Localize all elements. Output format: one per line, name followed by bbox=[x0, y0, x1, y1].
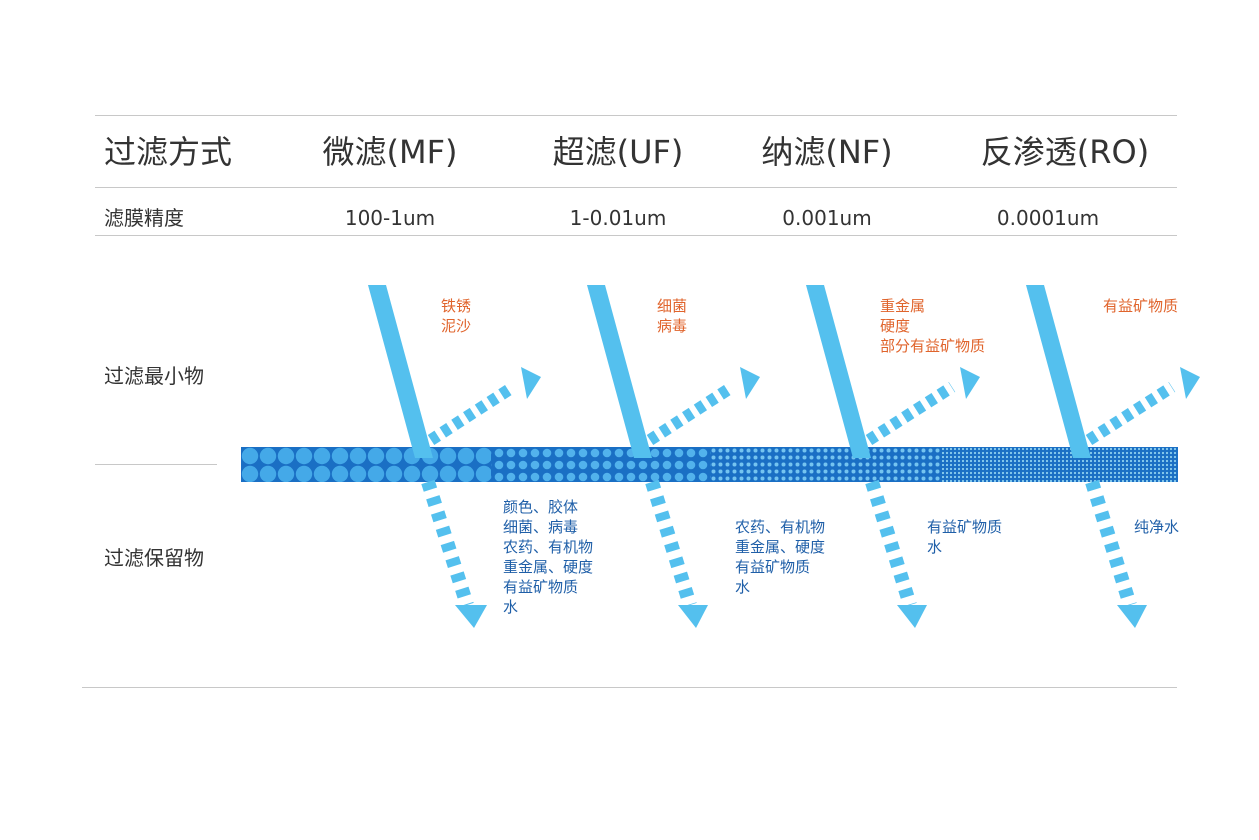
membrane-mf-pores bbox=[241, 447, 491, 482]
mf-pass-arrow bbox=[421, 479, 474, 608]
method-ro-title: 反渗透(RO) bbox=[980, 133, 1150, 171]
ro-arrows bbox=[1026, 285, 1200, 628]
precision-nf: 0.001um bbox=[782, 206, 872, 230]
nf-deflect-arrowhead bbox=[960, 367, 980, 399]
ro-deflect-arrow bbox=[1085, 381, 1176, 446]
top-rule bbox=[95, 115, 1177, 116]
nf-blocked-item: 部分有益矿物质 bbox=[880, 337, 986, 355]
precision-ro: 0.0001um bbox=[996, 206, 1100, 230]
mf-deflect-arrow bbox=[427, 381, 517, 446]
nf-retained-item: 有益矿物质 bbox=[927, 518, 1003, 536]
min-filtered-label: 过滤最小物 bbox=[104, 364, 204, 388]
ro-retained-list: 纯净水 bbox=[1134, 517, 1179, 537]
method-uf-title: 超滤(UF) bbox=[552, 133, 684, 171]
membrane-uf-pores bbox=[491, 447, 711, 482]
ro-blocked-list: 有益矿物质 bbox=[1103, 296, 1178, 316]
mf-blocked-list: 铁锈 泥沙 bbox=[441, 296, 471, 336]
ro-pass-arrowhead bbox=[1117, 605, 1147, 628]
nf-retained-list: 有益矿物质 水 bbox=[927, 517, 1002, 557]
mf-retained-item: 重金属、硬度 bbox=[503, 558, 594, 576]
retained-label: 过滤保留物 bbox=[104, 546, 204, 570]
mf-retained-list: 颜色、胶体 细菌、病毒 农药、有机物 重金属、硬度 有益矿物质 水 bbox=[503, 497, 593, 617]
mf-blocked-item: 泥沙 bbox=[441, 317, 472, 335]
header-rule bbox=[95, 187, 1177, 188]
mf-deflect-arrowhead bbox=[521, 367, 541, 399]
mf-incoming-arrow bbox=[368, 285, 433, 458]
ro-deflect-arrowhead bbox=[1180, 367, 1200, 399]
ro-incoming-arrow bbox=[1026, 285, 1091, 458]
membrane-ro-pores bbox=[941, 447, 1178, 482]
uf-retained-list: 农药、有机物 重金属、硬度 有益矿物质 水 bbox=[735, 517, 825, 597]
precision-uf: 1-0.01um bbox=[569, 206, 667, 230]
uf-deflect-arrowhead bbox=[740, 367, 760, 399]
uf-retained-item: 重金属、硬度 bbox=[735, 538, 826, 556]
nf-pass-arrow bbox=[865, 479, 917, 608]
section-divider bbox=[95, 464, 217, 465]
precision-rule bbox=[95, 235, 1177, 236]
ro-blocked-item: 有益矿物质 bbox=[1103, 297, 1179, 315]
nf-incoming-arrow bbox=[806, 285, 871, 458]
nf-retained-item: 水 bbox=[927, 538, 943, 556]
ro-retained-item: 纯净水 bbox=[1134, 518, 1180, 536]
precision-label: 滤膜精度 bbox=[104, 206, 184, 230]
method-mf-title: 微滤(MF) bbox=[322, 133, 458, 171]
mf-retained-item: 有益矿物质 bbox=[503, 578, 579, 596]
mf-retained-item: 水 bbox=[503, 598, 519, 616]
mf-arrows bbox=[368, 285, 541, 628]
membrane-nf-pores bbox=[711, 447, 941, 482]
uf-retained-item: 水 bbox=[735, 578, 751, 596]
uf-blocked-item: 细菌 bbox=[657, 297, 688, 315]
mf-blocked-item: 铁锈 bbox=[441, 297, 472, 315]
uf-deflect-arrow bbox=[646, 381, 736, 446]
mf-retained-item: 农药、有机物 bbox=[503, 538, 594, 556]
mf-retained-item: 细菌、病毒 bbox=[503, 518, 579, 536]
nf-blocked-item: 硬度 bbox=[880, 317, 911, 335]
nf-blocked-list: 重金属 硬度 部分有益矿物质 bbox=[880, 296, 985, 356]
uf-arrows bbox=[587, 285, 760, 628]
uf-blocked-list: 细菌 病毒 bbox=[657, 296, 687, 336]
uf-retained-item: 有益矿物质 bbox=[735, 558, 811, 576]
nf-deflect-arrow bbox=[865, 381, 956, 446]
mf-retained-item: 颜色、胶体 bbox=[503, 498, 579, 516]
header-label: 过滤方式 bbox=[104, 133, 233, 171]
nf-pass-arrowhead bbox=[897, 605, 927, 628]
uf-pass-arrowhead bbox=[678, 605, 708, 628]
nf-blocked-item: 重金属 bbox=[880, 297, 926, 315]
uf-blocked-item: 病毒 bbox=[657, 317, 688, 335]
method-nf-title: 纳滤(NF) bbox=[761, 133, 893, 171]
uf-incoming-arrow bbox=[587, 285, 652, 458]
precision-mf: 100-1um bbox=[344, 206, 436, 230]
membrane-strip bbox=[241, 447, 1178, 482]
uf-pass-arrow bbox=[645, 479, 697, 608]
bottom-rule bbox=[82, 687, 1177, 688]
ro-pass-arrow bbox=[1085, 479, 1137, 608]
uf-retained-item: 农药、有机物 bbox=[735, 518, 826, 536]
mf-pass-arrowhead bbox=[455, 605, 487, 628]
nf-arrows bbox=[806, 285, 980, 628]
